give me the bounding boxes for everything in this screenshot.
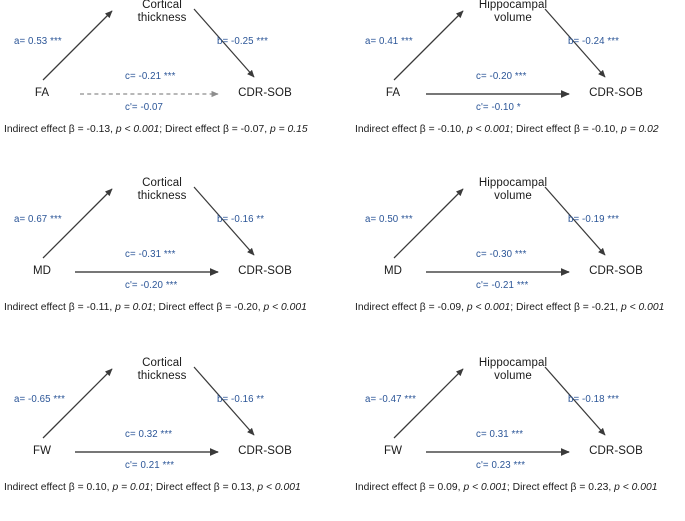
caption-direct-p: p < 0.001 (621, 302, 665, 313)
path-a-arrow (42, 10, 113, 81)
node-mediator-label: Hippocampal volume (478, 357, 548, 382)
node-predictor-label: FA (34, 87, 50, 99)
panel-caption: Indirect effect β = -0.11, p = 0.01; Dir… (4, 302, 307, 313)
mediation-panel-fa-cortical-thickness: Cortical thickness FA CDR-SOB a= 0.53 **… (2, 0, 332, 152)
node-mediator-label: Cortical thickness (137, 0, 187, 24)
panel-caption: Indirect effect β = -0.10, p < 0.001; Di… (355, 124, 659, 135)
path-a-arrow (393, 368, 464, 439)
path-b-label: b= -0.25 *** (217, 36, 269, 47)
caption-indirect-prefix: Indirect effect β = 0.09, (355, 482, 464, 493)
path-b-label: b= -0.16 ** (217, 214, 265, 225)
mediation-diagram: Cortical thickness FA CDR-SOB a= 0.53 **… (2, 0, 332, 122)
node-predictor-label: MD (32, 265, 52, 277)
mediation-panel-fa-hippocampal-volume: Hippocampal volume FA CDR-SOB a= 0.41 **… (353, 0, 683, 152)
path-c-label: c= -0.21 *** (125, 71, 176, 82)
mediation-panel-fw-hippocampal-volume: Hippocampal volume FW CDR-SOB a= -0.47 *… (353, 357, 683, 510)
path-a-label: a= 0.53 *** (14, 36, 62, 47)
path-a-label: a= 0.50 *** (365, 214, 413, 225)
caption-indirect-prefix: Indirect effect β = -0.10, (355, 124, 467, 135)
mediation-diagram: Hippocampal volume MD CDR-SOB a= 0.50 **… (353, 177, 683, 300)
path-c-prime-label: c'= 0.21 *** (125, 460, 175, 471)
caption-separator: ; Direct effect β = 0.23, (506, 482, 615, 493)
path-b-arrow (193, 8, 255, 78)
panel-caption: Indirect effect β = 0.10, p = 0.01; Dire… (4, 482, 301, 493)
caption-direct-p: p < 0.001 (263, 302, 307, 313)
path-c-label: c= -0.30 *** (476, 249, 527, 260)
node-mediator-label: Hippocampal volume (478, 177, 548, 202)
node-outcome-label: CDR-SOB (589, 445, 643, 457)
path-a-arrow (393, 188, 464, 259)
caption-indirect-prefix: Indirect effect β = -0.13, (4, 124, 116, 135)
caption-separator: ; Direct effect β = 0.13, (150, 482, 258, 493)
panel-caption: Indirect effect β = -0.13, p < 0.001; Di… (4, 124, 308, 135)
node-mediator-label: Cortical thickness (137, 357, 187, 382)
path-a-label: a= -0.65 *** (14, 394, 66, 405)
path-b-label: b= -0.18 *** (568, 394, 620, 405)
caption-indirect-p: p < 0.001 (466, 302, 511, 313)
caption-separator: ; Direct effect β = -0.07, (159, 124, 271, 135)
path-c-prime-label: c'= -0.21 *** (476, 280, 529, 291)
path-b-label: b= -0.19 *** (568, 214, 620, 225)
caption-direct-p: p = 0.02 (621, 124, 659, 135)
node-mediator-label: Cortical thickness (137, 177, 187, 202)
caption-indirect-prefix: Indirect effect β = -0.11, (4, 302, 116, 313)
mediation-panel-md-hippocampal-volume: Hippocampal volume MD CDR-SOB a= 0.50 **… (353, 177, 683, 330)
path-c-prime-label: c'= -0.07 (125, 102, 164, 113)
path-a-label: a= 0.41 *** (365, 36, 413, 47)
path-b-arrow (544, 186, 606, 256)
path-a-label: a= 0.67 *** (14, 214, 62, 225)
caption-direct-p: p < 0.001 (614, 482, 658, 493)
path-b-label: b= -0.24 *** (568, 36, 620, 47)
node-mediator-label: Hippocampal volume (478, 0, 548, 24)
node-predictor-label: FA (385, 87, 401, 99)
caption-direct-p: p = 0.15 (270, 124, 308, 135)
node-predictor-label: MD (383, 265, 403, 277)
panel-caption: Indirect effect β = 0.09, p < 0.001; Dir… (355, 482, 658, 493)
path-c-label: c= -0.20 *** (476, 71, 527, 82)
path-c-label: c= 0.31 *** (476, 429, 524, 440)
path-c-label: c= 0.32 *** (125, 429, 173, 440)
caption-indirect-p: p < 0.001 (115, 124, 160, 135)
caption-indirect-p: p = 0.01 (112, 482, 151, 493)
path-b-label: b= -0.16 ** (217, 394, 265, 405)
mediation-diagram: Hippocampal volume FW CDR-SOB a= -0.47 *… (353, 357, 683, 480)
node-predictor-label: FW (383, 445, 403, 457)
caption-indirect-p: p < 0.001 (466, 124, 511, 135)
mediation-diagram: Hippocampal volume FA CDR-SOB a= 0.41 **… (353, 0, 683, 122)
node-outcome-label: CDR-SOB (238, 445, 292, 457)
node-outcome-label: CDR-SOB (589, 265, 643, 277)
path-c-prime-label: c'= -0.10 * (476, 102, 521, 113)
node-predictor-label: FW (32, 445, 52, 457)
caption-indirect-prefix: Indirect effect β = -0.09, (355, 302, 467, 313)
path-b-arrow (193, 186, 255, 256)
caption-direct-p: p < 0.001 (257, 482, 301, 493)
caption-separator: ; Direct effect β = -0.21, (510, 302, 622, 313)
path-c-prime-label: c'= 0.23 *** (476, 460, 526, 471)
path-a-arrow (42, 188, 113, 259)
caption-indirect-p: p < 0.001 (463, 482, 507, 493)
caption-indirect-p: p = 0.01 (115, 302, 153, 313)
caption-separator: ; Direct effect β = -0.20, (152, 302, 264, 313)
caption-indirect-prefix: Indirect effect β = 0.10, (4, 482, 113, 493)
node-outcome-label: CDR-SOB (238, 265, 292, 277)
mediation-diagram: Cortical thickness MD CDR-SOB a= 0.67 **… (2, 177, 332, 300)
mediation-diagram: Cortical thickness FW CDR-SOB a= -0.65 *… (2, 357, 332, 480)
path-c-prime-label: c'= -0.20 *** (125, 280, 178, 291)
panel-caption: Indirect effect β = -0.09, p < 0.001; Di… (355, 302, 664, 313)
path-b-arrow (193, 366, 255, 436)
caption-separator: ; Direct effect β = -0.10, (510, 124, 622, 135)
node-outcome-label: CDR-SOB (238, 87, 292, 99)
path-b-arrow (544, 366, 606, 436)
mediation-panel-md-cortical-thickness: Cortical thickness MD CDR-SOB a= 0.67 **… (2, 177, 332, 330)
path-a-arrow (393, 10, 464, 81)
path-c-label: c= -0.31 *** (125, 249, 176, 260)
path-b-arrow (544, 8, 606, 78)
node-outcome-label: CDR-SOB (589, 87, 643, 99)
mediation-panel-fw-cortical-thickness: Cortical thickness FW CDR-SOB a= -0.65 *… (2, 357, 332, 510)
path-a-label: a= -0.47 *** (365, 394, 417, 405)
path-a-arrow (42, 368, 113, 439)
